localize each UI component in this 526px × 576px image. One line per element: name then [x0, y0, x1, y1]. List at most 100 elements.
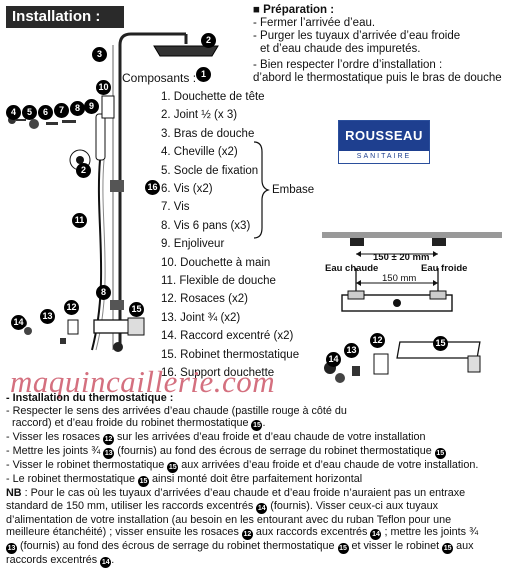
callout-16: 16	[145, 180, 160, 195]
instruction-line: 13 (fournis) au fond des écrous de serra…	[6, 540, 521, 555]
instruction-text: (fournis) au fond des écrous de serrage …	[17, 540, 338, 553]
callout-13b: 13	[344, 343, 359, 358]
callout-9: 9	[84, 99, 99, 114]
embase-brace	[253, 141, 270, 239]
list-item: 12. Rosaces (x2)	[161, 293, 248, 306]
watermark: maquincaillerie.com	[10, 364, 276, 399]
instruction-line: - Mettre les joints ¾ 13 (fournis) au fo…	[6, 445, 521, 460]
logo-brand: ROUSSEAU	[339, 121, 429, 151]
part-number-badge: 15	[434, 448, 446, 460]
part-number-badge: 15	[138, 476, 150, 488]
callout-6: 6	[38, 105, 53, 120]
logo-sub: SANITAIRE	[339, 151, 429, 163]
list-item: 13. Joint ¾ (x2)	[161, 311, 241, 324]
instruction-text: (fournis). Visser ceux-ci aux tuyaux	[267, 499, 439, 512]
callout-8: 8	[70, 101, 85, 116]
instruction-text: - Visser le robinet thermostatique	[6, 459, 168, 472]
callout-14: 14	[11, 315, 26, 330]
instruction-text: aux	[453, 540, 474, 553]
callout-11: 11	[72, 213, 87, 228]
instruction-text: - Respecter le sens des arrivées d’eau c…	[6, 404, 347, 417]
cold-water-label: Eau froide	[421, 263, 468, 274]
part-number-badge: 12	[241, 529, 253, 541]
callout-1: 1	[196, 67, 211, 82]
instruction-line: - Respecter le sens des arrivées d’eau c…	[6, 405, 521, 418]
callout-12b: 12	[370, 333, 385, 348]
instruction-text: .	[262, 417, 266, 430]
instruction-line: raccord) et d’eau froide du robinet ther…	[6, 417, 521, 432]
instruction-text: d’alimentation de votre installation (au…	[6, 513, 452, 526]
list-item: 14. Raccord excentré (x2)	[161, 330, 294, 343]
instruction-line: standard de 150 mm, utiliser les raccord…	[6, 500, 521, 514]
list-item: 5. Socle de fixation	[161, 164, 259, 177]
instruction-text: .	[111, 554, 115, 567]
list-item: 11. Flexible de douche	[161, 275, 276, 288]
callout-7: 7	[54, 103, 69, 118]
part-number-badge: 14	[370, 529, 382, 541]
instruction-text: aux arrivées d’eau froide et d’eau chaud…	[178, 459, 479, 472]
list-item: 3. Bras de douche	[161, 127, 255, 140]
part-number-badge: 12	[103, 434, 115, 446]
callout-10: 10	[96, 80, 111, 95]
prep-line: et d’eau chaude des impuretés.	[260, 43, 421, 55]
list-item: 6. Vis (x2)	[161, 183, 213, 196]
instruction-text: aux raccords excentrés	[252, 526, 371, 539]
components-title: Composants :	[122, 71, 197, 85]
spacing-bottom-label: 150 mm	[382, 273, 417, 284]
callout-2b: 2	[76, 163, 91, 178]
list-item: 9. Enjoliveur	[161, 238, 225, 251]
preparation-title: ■ Préparation :	[253, 4, 335, 16]
instruction-text: ainsi monté doit être parfaitement horiz…	[149, 473, 363, 486]
components-list: 1. Douchette de tête 2. Joint ½ (x 3) 3.…	[161, 88, 299, 383]
instruction-line: d’alimentation de votre installation (au…	[6, 514, 521, 527]
installation-title: - Installation du thermostatique :	[6, 392, 174, 404]
section-header: Installation :	[6, 6, 124, 28]
shower-column-diagram	[8, 32, 219, 352]
part-number-badge: 15	[337, 543, 349, 555]
instruction-line: - Le robinet thermostatique 15 ainsi mon…	[6, 473, 521, 488]
list-item: 7. Vis	[161, 201, 190, 214]
nb-label: NB	[6, 487, 22, 500]
list-item: 2. Joint ½ (x 3)	[161, 109, 238, 122]
instruction-text: sur les arrivées d’eau froide et d’eau c…	[114, 431, 426, 444]
prep-line: - Purger les tuyaux d’arrivée d’eau froi…	[253, 30, 461, 42]
part-number-badge: 15	[442, 543, 454, 555]
callout-15b: 15	[433, 336, 448, 351]
instruction-text: raccord) et d’eau froide du robinet ther…	[12, 417, 252, 430]
list-item: 10. Douchette à main	[161, 256, 271, 269]
callout-13: 13	[40, 309, 55, 324]
part-number-badge: 14	[100, 557, 112, 569]
instruction-line: - Visser le robinet thermostatique 15 au…	[6, 459, 521, 474]
eccentric-fitting-diagram	[324, 341, 481, 383]
instruction-line: NB : Pour le cas où les tuyaux d’arrivée…	[6, 487, 521, 500]
part-number-badge: 13	[6, 543, 17, 555]
instruction-text: - Mettre les joints ¾	[6, 445, 104, 458]
spacing-top-label: 150 ± 20 mm	[373, 252, 430, 263]
prep-line: d’abord le thermostatique puis le bras d…	[253, 72, 502, 84]
list-item: 1. Douchette de tête	[161, 91, 265, 103]
brand-logo: ROUSSEAU SANITAIRE	[338, 120, 430, 164]
list-item: 16. Support douchette	[161, 367, 275, 380]
hot-water-label: Eau chaude	[325, 263, 379, 274]
callout-4: 4	[6, 105, 21, 120]
callout-8b: 8	[96, 285, 111, 300]
instruction-text: (fournis) au fond des écrous de serrage …	[114, 445, 435, 458]
prep-line: - Fermer l’arrivée d’eau.	[253, 17, 376, 29]
instruction-text: - Visser les rosaces	[6, 431, 104, 444]
preparation-block: ■ Préparation : - Fermer l’arrivée d’eau…	[253, 4, 523, 85]
embase-label: Embase	[272, 184, 315, 196]
callout-12: 12	[64, 300, 79, 315]
instruction-line: - Visser les rosaces 12 sur les arrivées…	[6, 431, 521, 446]
callout-3: 3	[92, 47, 107, 62]
instruction-text: meilleure étanchéité) ; visser ensuite l…	[6, 526, 242, 539]
list-item: 4. Cheville (x2)	[161, 146, 238, 159]
callout-5: 5	[22, 105, 37, 120]
instruction-line: meilleure étanchéité) ; visser ensuite l…	[6, 526, 521, 541]
instruction-text: ; mettre les joints ¾	[381, 526, 479, 539]
list-item: 15. Robinet thermostatique	[161, 348, 300, 361]
thermostat-spacing-diagram	[322, 232, 502, 312]
part-number-badge: 13	[103, 448, 115, 460]
instruction-text: standard de 150 mm, utiliser les raccord…	[6, 499, 257, 512]
instruction-text: et visser le robinet	[348, 540, 443, 553]
callout-2: 2	[201, 33, 216, 48]
